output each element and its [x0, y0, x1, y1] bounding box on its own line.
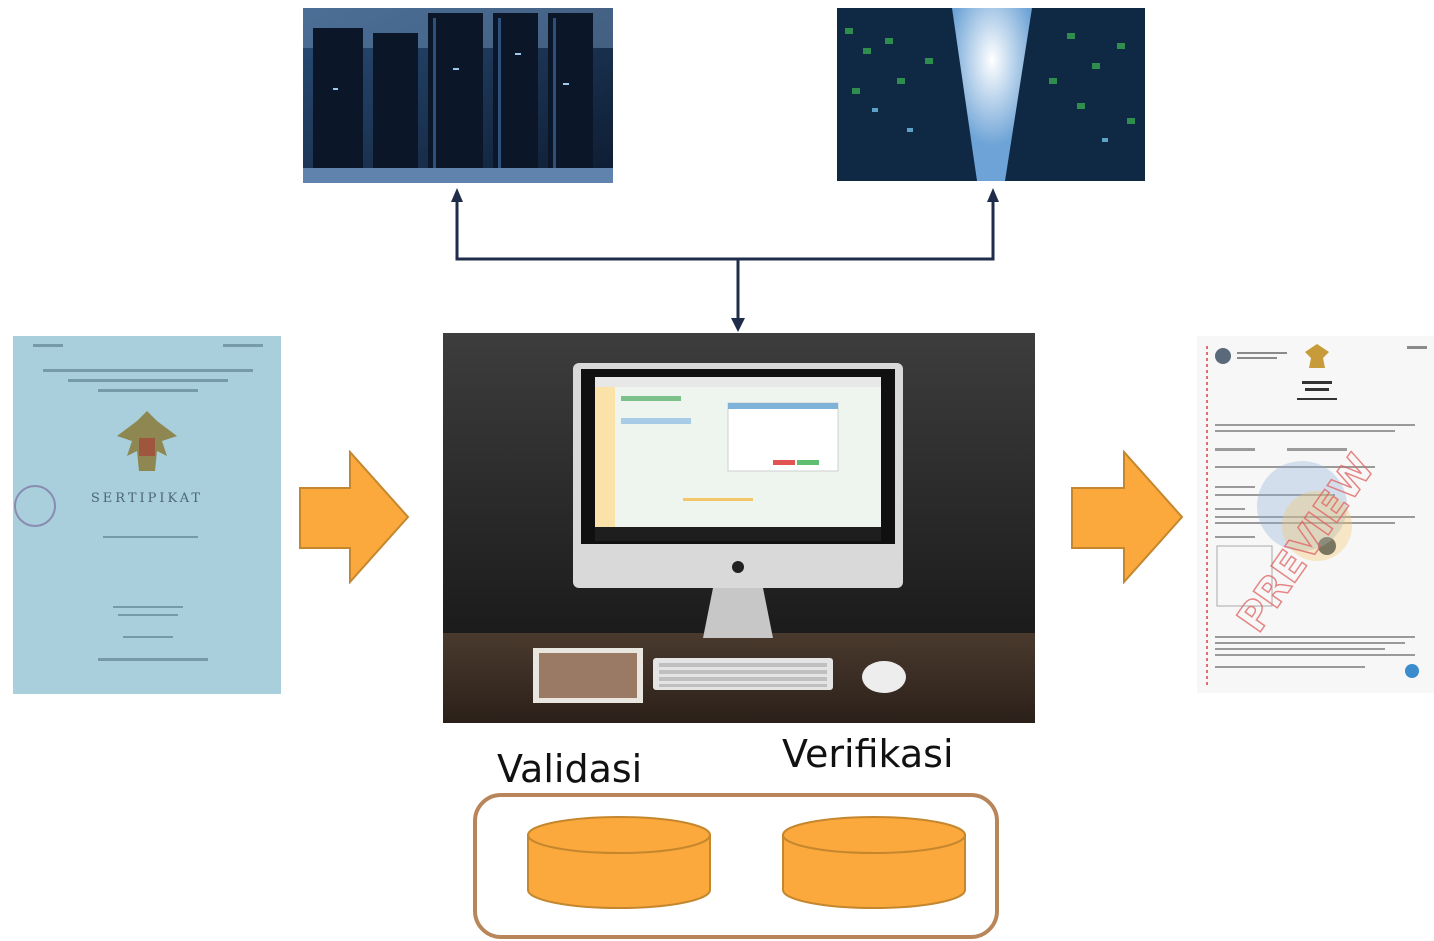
flow-arrow-left: [299, 450, 410, 584]
server-rack-photo: [303, 8, 613, 183]
logo-icon: [1215, 348, 1231, 364]
emblem-icon: [1305, 344, 1329, 368]
arrowhead-up-right: [987, 188, 999, 202]
validation-database-icon: [527, 816, 711, 909]
workstation-photo: [443, 333, 1035, 723]
server-connector: [451, 188, 999, 332]
electronic-certificate-photo: PREVIEW: [1197, 336, 1434, 693]
arrowhead-down: [731, 318, 745, 332]
flow-arrow-right: [1071, 450, 1184, 584]
server-corridor-photo: [837, 8, 1145, 181]
stamp-icon: [14, 485, 56, 527]
garuda-emblem-icon: [117, 411, 177, 471]
paper-certificate-photo: SERTIPIKAT: [13, 336, 281, 694]
arrowhead-up-left: [451, 188, 463, 202]
certificate-heading: SERTIPIKAT: [91, 491, 203, 506]
verification-database-icon: [782, 816, 966, 909]
qr-logo-icon: [1405, 664, 1419, 678]
database-group: [473, 793, 999, 939]
verification-label: Verifikasi: [782, 732, 954, 776]
validation-label: Validasi: [497, 747, 643, 791]
